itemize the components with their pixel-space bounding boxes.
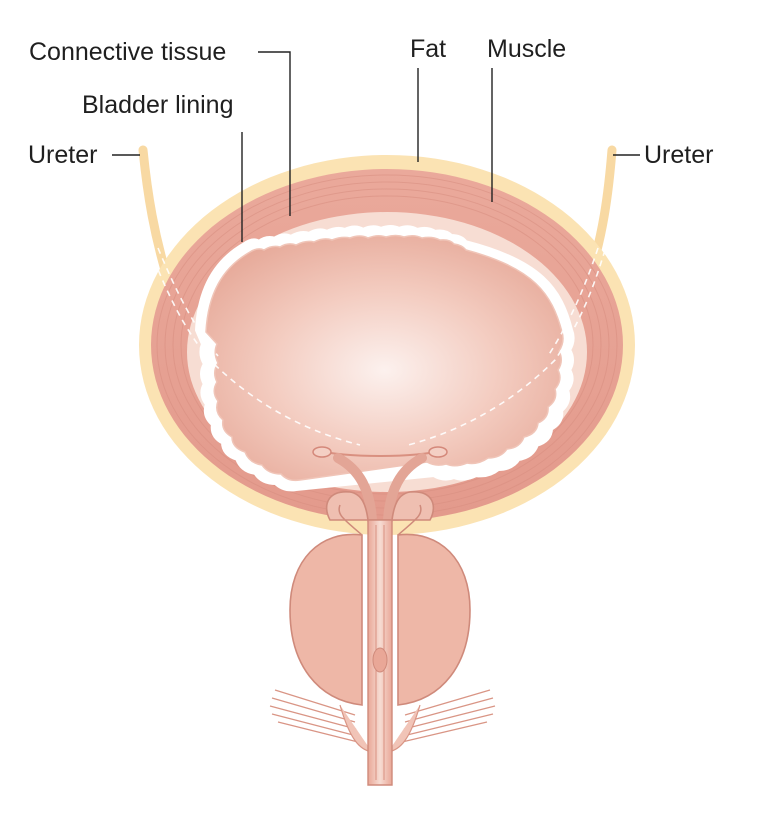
label-muscle: Muscle (487, 35, 566, 63)
pelvic-floor-muscle (269, 689, 496, 753)
prostate-right-lobe (397, 533, 471, 706)
leader-lines (112, 51, 640, 242)
trigone (312, 446, 448, 525)
bladder-interior (205, 234, 564, 482)
label-connective-tissue: Connective tissue (29, 38, 226, 66)
prostate-left-lobe (289, 533, 363, 706)
label-ureter-left: Ureter (28, 141, 97, 169)
leader-connective-tissue (258, 51, 291, 216)
labels: Connective tissue Bladder lining Ureter … (28, 35, 713, 169)
label-bladder-lining: Bladder lining (82, 91, 234, 119)
label-ureter-right: Ureter (644, 141, 713, 169)
ureter-dashed-paths (149, 247, 606, 446)
prostate (289, 504, 471, 706)
label-fat: Fat (410, 35, 446, 63)
urethra (367, 519, 393, 786)
ureter-left-tube (138, 145, 170, 275)
